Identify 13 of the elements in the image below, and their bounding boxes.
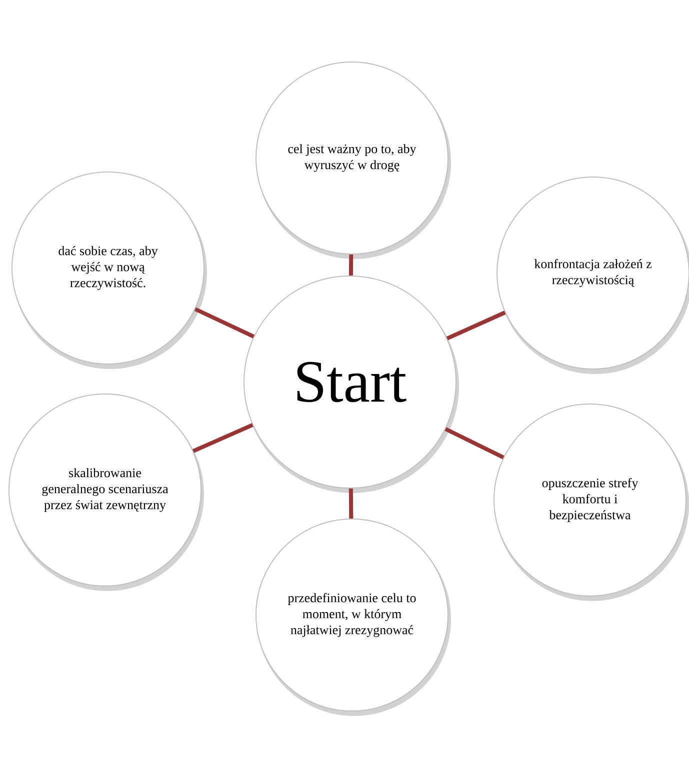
connector-line <box>446 310 506 340</box>
circle-node: przedefiniowanie celu to moment, w którym najłatwiej zrezygnować <box>256 518 451 716</box>
circle-node: opuszczenie strefy komfortu i bezpieczeństwa <box>494 404 689 601</box>
connector-line <box>348 254 354 276</box>
connector-line <box>194 307 255 338</box>
circle-node: konfrontacja założeń z rzeczywistością <box>496 176 689 374</box>
connector-line <box>444 427 504 460</box>
circle-node: cel jest ważny po to, aby wyruszyć w drogę <box>256 62 451 259</box>
circle-node: dać sobie czas, aby wejść w nową rzeczywistość. <box>12 172 207 369</box>
circle-node: Start <box>244 276 459 493</box>
connector-line <box>348 488 354 519</box>
connector-line <box>192 423 254 453</box>
circle-node: skalibrowanie generalnego scenariusza przez świat zewnętrzny <box>8 394 204 591</box>
